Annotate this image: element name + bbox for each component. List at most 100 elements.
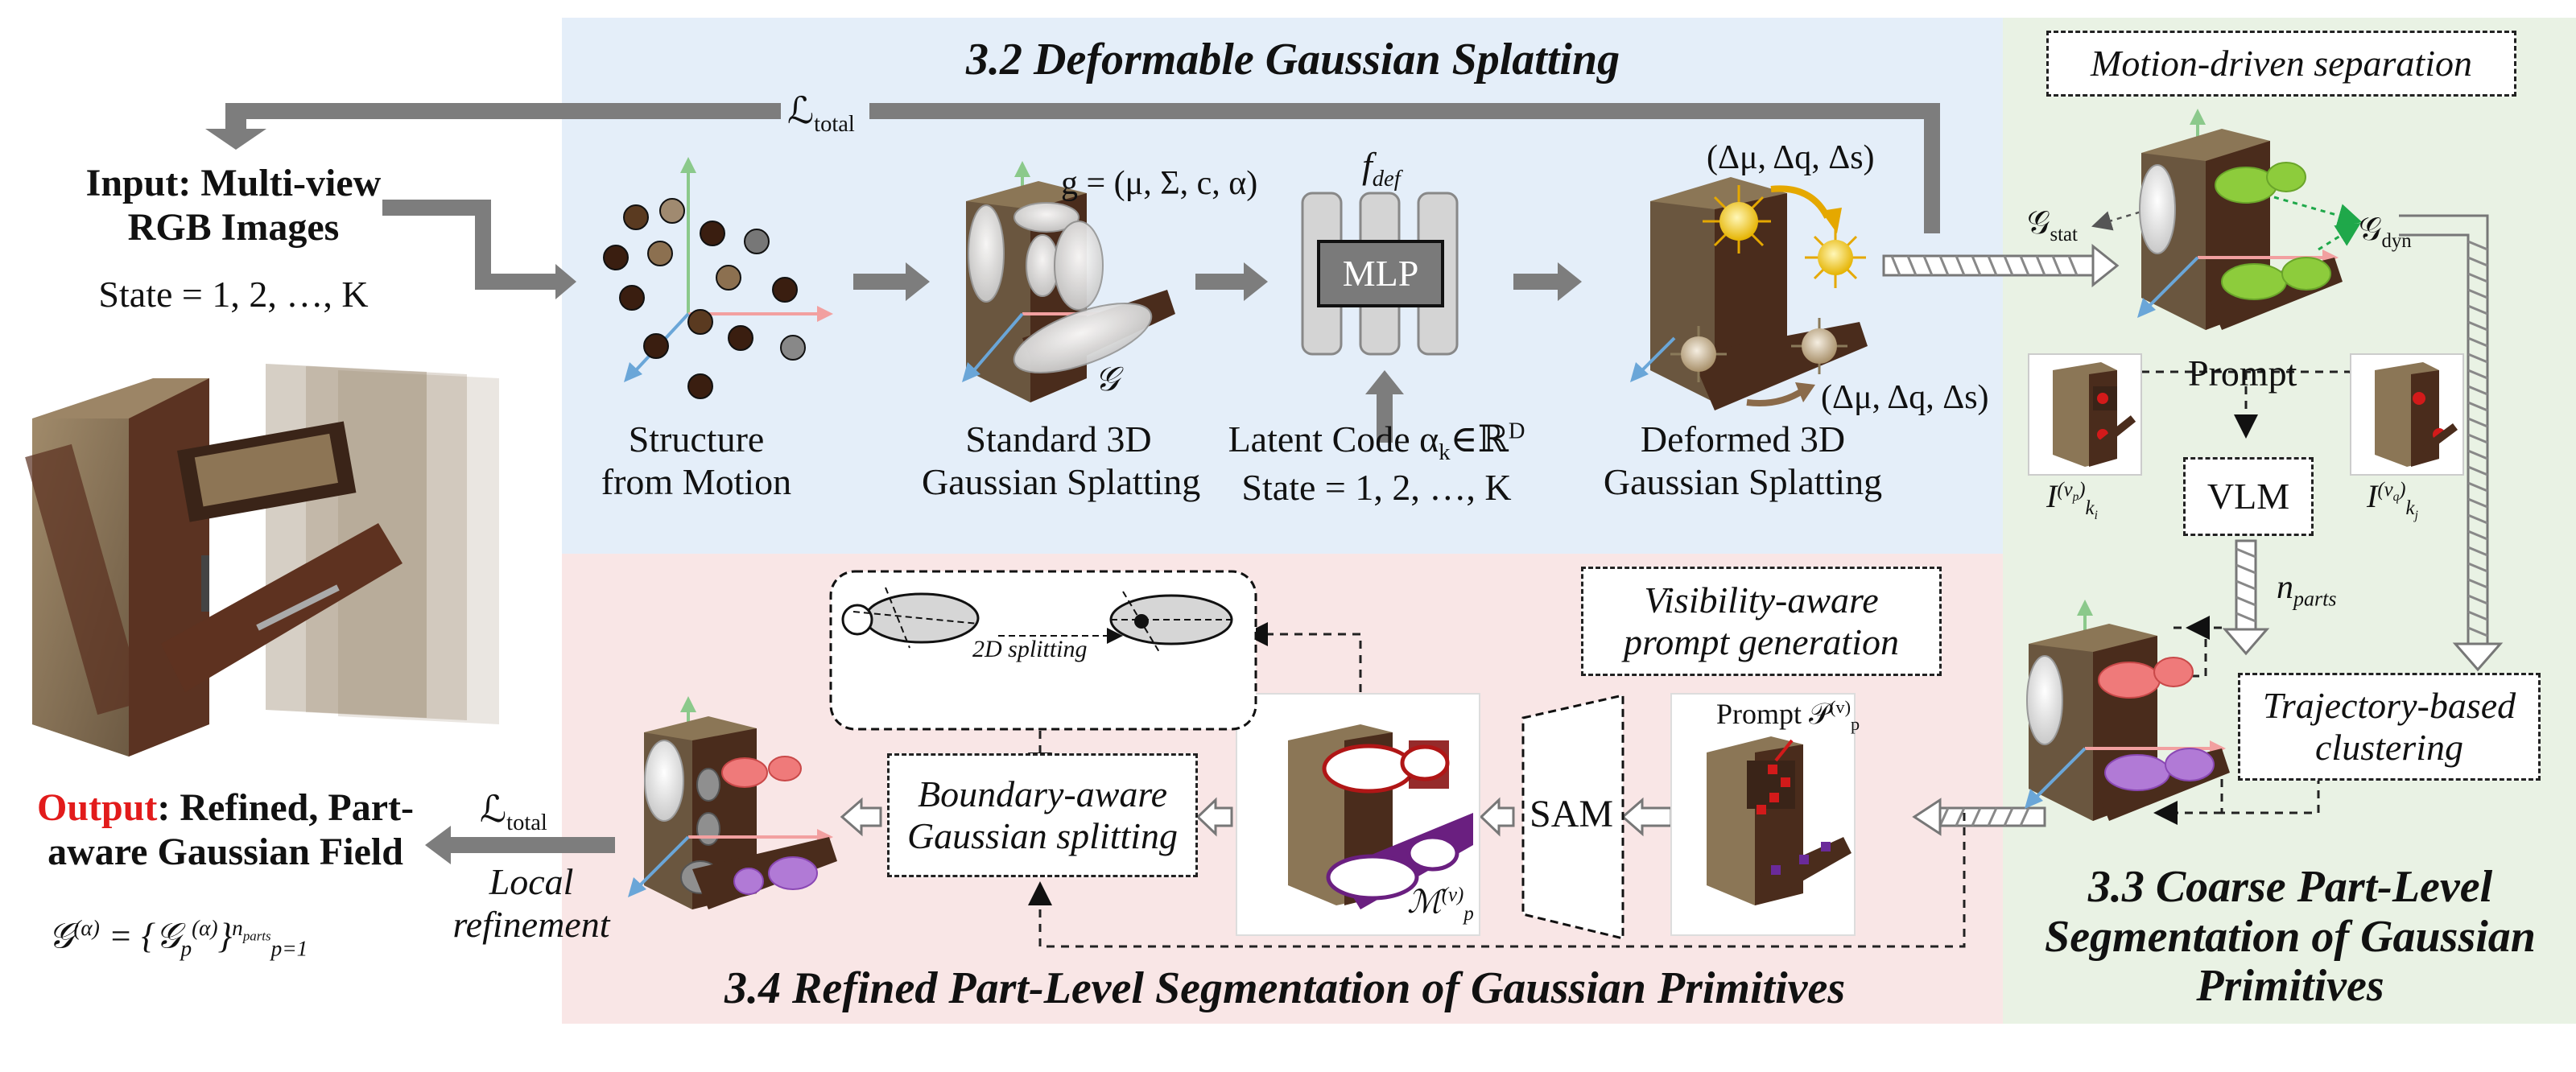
visibility-line2: prompt generation <box>1624 621 1899 662</box>
striped-arrow-to-prompt <box>1912 798 2046 836</box>
sfm-points <box>603 157 833 399</box>
formula-n: n <box>232 916 243 940</box>
trajectory-line2: clustering <box>2315 727 2463 768</box>
mask-m: ℳ <box>1407 884 1442 920</box>
formula-p: p <box>180 936 192 961</box>
gdyn-arrows <box>2273 196 2363 251</box>
mask-sup: (v) <box>1441 884 1464 906</box>
splitting-illustration <box>829 570 1257 731</box>
sfm-label-line2: from Motion <box>601 460 792 502</box>
output-word: Output <box>37 786 158 829</box>
img-right-supsub: q <box>2392 489 2400 504</box>
latent-text: Latent Code α <box>1228 418 1439 460</box>
sam-block <box>1521 694 1624 940</box>
deformed-label: Deformed 3D Gaussian Splatting <box>1590 418 1896 504</box>
latent-line2: State = 1, 2, …, K <box>1241 466 1512 508</box>
prompt-points-image <box>1670 693 1856 936</box>
img-left-i: I <box>2046 478 2058 514</box>
std-3dgs-line1: Standard 3D <box>965 418 1152 460</box>
n-parts-n: n <box>2277 569 2293 606</box>
prompt-label: Prompt <box>2188 353 2297 394</box>
mlp-label: MLP <box>1342 253 1419 294</box>
input-to-sfm-arrow <box>382 200 576 299</box>
gaussian-formula: g = (μ, Σ, c, α) <box>1061 165 1258 202</box>
g-stat-label: 𝒢stat <box>2027 204 2078 247</box>
g-dyn-symbol: 𝒢 <box>2359 211 2382 247</box>
gstat-arrow <box>2091 208 2150 231</box>
std-3dgs-line2: Gaussian Splatting <box>922 460 1201 502</box>
fdef-f: f <box>1362 145 1373 186</box>
formula-alpha-2: (α) <box>192 916 218 940</box>
output-title-line2: aware Gaussian Field <box>47 831 403 874</box>
deformed-line1: Deformed 3D <box>1640 418 1846 460</box>
visibility-line1: Visibility-aware <box>1644 579 1879 621</box>
output-arrow <box>425 826 615 864</box>
prompt-p-text: Prompt 𝒫 <box>1716 698 1830 730</box>
section-title-refined: 3.4 Refined Part-Level Segmentation of G… <box>724 963 1846 1013</box>
section-title-deformable: 3.2 Deformable Gaussian Splatting <box>966 35 1620 85</box>
g-dyn-label: 𝒢dyn <box>2359 211 2412 254</box>
sfm-label: Structure from Motion <box>592 418 801 504</box>
hollow-arrows-refined <box>840 797 1673 837</box>
mask-sub: p <box>1463 903 1474 925</box>
striped-arrow-vlm-down <box>2222 539 2270 656</box>
motion-separated-cabinet <box>2137 109 2343 330</box>
output-title: Output: Refined, Part- aware Gaussian Fi… <box>16 785 435 874</box>
prompt-image-left <box>2028 353 2142 476</box>
split-2d-label: 2D splitting <box>972 636 1088 662</box>
deformed-line2: Gaussian Splatting <box>1603 460 1883 502</box>
loss-bottom-symbol: ℒ <box>480 789 507 830</box>
n-parts-label: nparts <box>2277 568 2337 611</box>
input-cabinet-sequence <box>25 364 499 757</box>
g-dyn-sub: dyn <box>2381 230 2412 252</box>
prompt-p-sub: p <box>1851 714 1860 735</box>
output-rest: : Refined, Part- <box>157 786 414 829</box>
output-title-line1: Output: Refined, Part- <box>16 785 435 830</box>
output-formula: 𝒢(α) = {𝒢p(α)}npartsp=1 <box>48 916 308 961</box>
img-right-sub: k <box>2405 497 2415 519</box>
section-title-coarse: 3.3 Coarse Part-Level Segmentation of Ga… <box>2045 862 2536 1012</box>
striped-arrow-to-separation <box>1882 243 2120 288</box>
img-left-sub: k <box>2085 497 2095 519</box>
loss-feedback-arrow-top <box>205 103 1940 233</box>
delta-bottom: (Δμ, Δq, Δs) <box>1821 379 1989 416</box>
img-right-label: I(vq)kj <box>2367 478 2418 522</box>
std-3dgs-cabinet <box>962 161 1175 402</box>
boundary-line1: Boundary-aware <box>917 773 1167 815</box>
img-left-subsub: i <box>2094 508 2098 522</box>
gaussian-set-symbol: 𝒢 <box>1095 361 1119 398</box>
prompt-p-sup: (v) <box>1829 697 1852 717</box>
striped-arrow-to-trajectory <box>2399 214 2504 672</box>
latent-code-label: Latent Code αk∈ℝD State = 1, 2, …, K <box>1208 418 1546 509</box>
img-right-subsub: j <box>2414 508 2418 522</box>
trajectory-line1: Trajectory-based <box>2262 685 2516 727</box>
forward-arrows <box>853 262 1582 443</box>
std-3dgs-label: Standard 3D Gaussian Splatting <box>922 418 1201 504</box>
latent-in: ∈ℝ <box>1450 418 1509 460</box>
n-parts-sub: parts <box>2293 587 2337 611</box>
vlm-box: VLM <box>2183 457 2314 536</box>
sam-label: SAM <box>1530 793 1614 835</box>
formula-mid: = {𝒢 <box>99 916 181 956</box>
local-line1: Local <box>489 861 574 902</box>
boundary-line2: Gaussian splitting <box>906 815 1179 856</box>
fdef-label: fdef <box>1362 145 1401 193</box>
deformed-3dgs-cabinet <box>1630 177 1868 410</box>
img-left-label: I(vp)ki <box>2046 478 2098 522</box>
input-title: Input: Multi-view RGB Images <box>40 161 427 249</box>
latent-d: D <box>1508 418 1525 444</box>
formula-lower: p=1 <box>270 936 308 961</box>
refined-cabinet <box>628 696 837 909</box>
img-left-sup: (v <box>2057 478 2073 501</box>
sfm-label-line1: Structure <box>628 418 765 460</box>
loss-bottom-sub: total <box>506 810 547 836</box>
delta-top: (Δμ, Δq, Δs) <box>1707 139 1875 176</box>
mask-label: ℳ(v)p <box>1407 884 1474 926</box>
formula-parts: parts <box>242 928 271 944</box>
g-stat-symbol: 𝒢 <box>2027 204 2050 241</box>
prompt-p-label: Prompt 𝒫(v)p <box>1716 697 1860 735</box>
input-title-line2: RGB Images <box>127 206 340 249</box>
